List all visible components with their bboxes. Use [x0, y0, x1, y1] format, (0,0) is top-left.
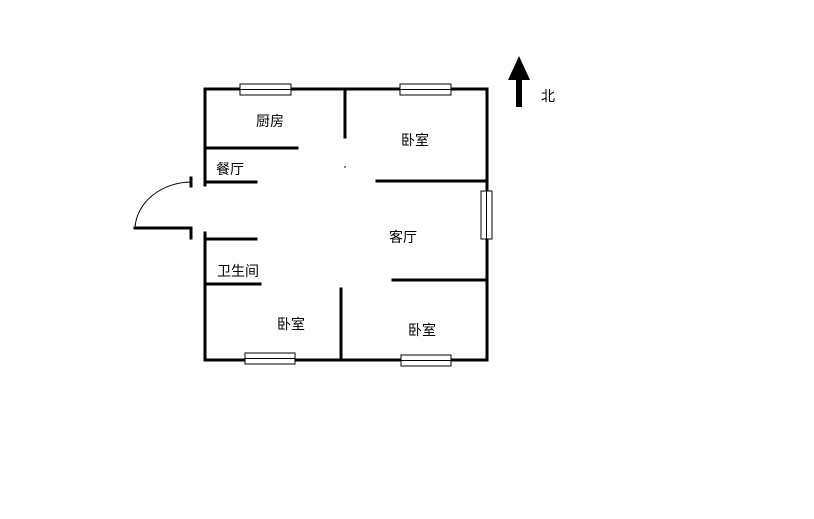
window-bedroom-top — [399, 83, 452, 96]
room-label-kitchen: 厨房 — [256, 114, 284, 130]
windows — [239, 83, 493, 367]
room-label-dining: 餐厅 — [216, 162, 244, 178]
north-arrow-icon — [508, 56, 530, 107]
room-label-bedroom-bottom-right: 卧室 — [408, 322, 436, 339]
window-bedroom-bottom-right — [400, 354, 452, 367]
window-bedroom-bottom-left — [244, 352, 296, 365]
room-label-bedroom-bottom-left: 卧室 — [277, 316, 305, 333]
room-label-living: 客厅 — [389, 229, 417, 246]
room-label-bedroom-top: 卧室 — [401, 132, 429, 149]
room-label-bathroom: 卫生间 — [217, 264, 259, 280]
window-living-east — [480, 190, 493, 240]
interior-walls — [203, 87, 489, 362]
north-label: 北 — [541, 89, 555, 105]
entrance-door[interactable] — [133, 176, 193, 240]
window-kitchen — [239, 83, 292, 96]
